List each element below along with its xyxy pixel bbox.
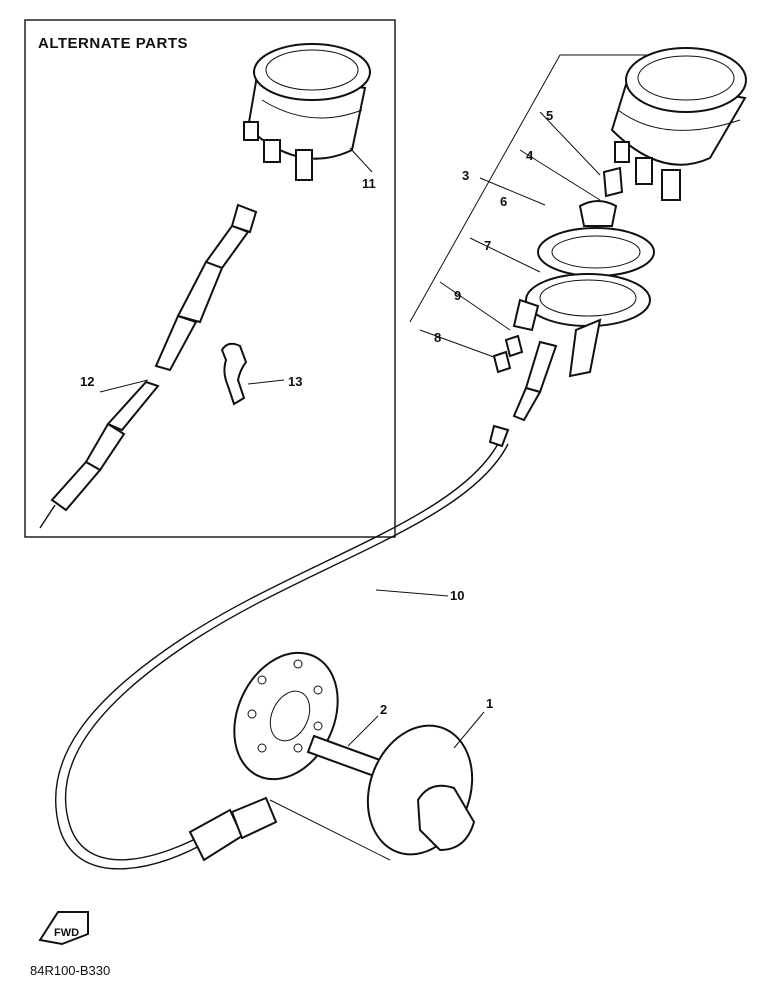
brake-disc xyxy=(233,651,339,781)
forward-direction-badge: FWD xyxy=(38,911,89,946)
callout-8: 8 xyxy=(434,330,441,345)
forward-label: FWD xyxy=(54,927,79,939)
bulb-part-4 xyxy=(602,166,624,198)
speedometer-part-5 xyxy=(610,47,747,201)
speedometer-assembly xyxy=(409,47,747,422)
callout-13: 13 xyxy=(288,374,302,389)
grommet-part-9 xyxy=(504,334,524,358)
callout-3: 3 xyxy=(462,168,469,183)
meter-cable-part-10 xyxy=(55,424,510,870)
speedometer-alternate-part-11 xyxy=(243,43,373,181)
callout-11: 11 xyxy=(362,176,376,191)
rubber-damper-part-7 xyxy=(537,227,655,277)
cable-clip-part-13 xyxy=(220,342,285,406)
callout-1: 1 xyxy=(486,696,493,711)
socket-part-6 xyxy=(578,200,618,227)
callout-12: 12 xyxy=(80,374,94,389)
callout-7: 7 xyxy=(484,238,491,253)
callout-6: 6 xyxy=(500,194,507,209)
callout-9: 9 xyxy=(454,288,461,303)
meter-bracket-part-3 xyxy=(512,273,651,378)
callout-2: 2 xyxy=(380,702,387,717)
meter-gear-unit-part-1 xyxy=(269,711,485,861)
callout-5: 5 xyxy=(546,108,553,123)
diagram-code: 84R100-B330 xyxy=(30,963,110,978)
callout-4: 4 xyxy=(526,148,534,163)
nut-part-8 xyxy=(492,350,512,374)
meter-cable-alternate-part-12 xyxy=(39,203,258,529)
drive-shaft-part-2 xyxy=(306,734,382,778)
alternate-parts-title: ALTERNATE PARTS xyxy=(38,35,188,52)
alternate-parts-box: ALTERNATE PARTS xyxy=(24,19,396,538)
callout-10: 10 xyxy=(450,588,464,603)
